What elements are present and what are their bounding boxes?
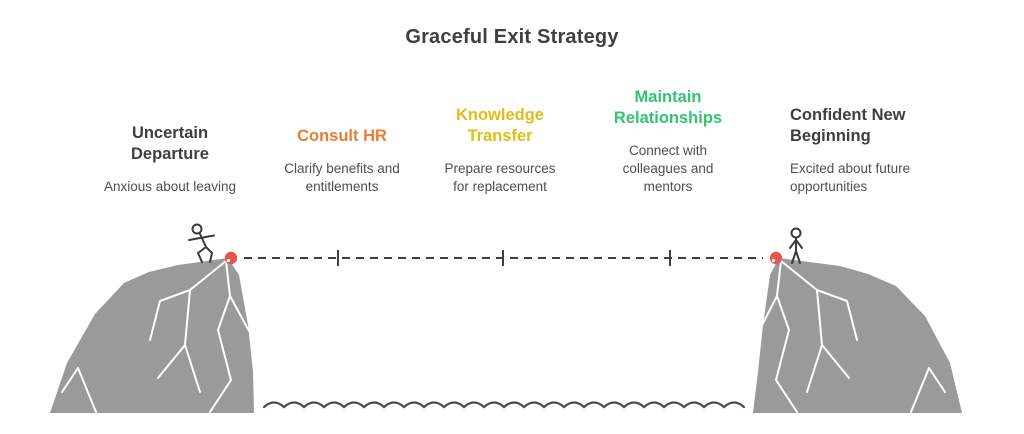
figure-arms: [188, 234, 215, 241]
figure-head: [191, 223, 203, 235]
crack-line: [780, 260, 823, 393]
crack-line: [816, 289, 858, 341]
crack-line: [758, 295, 778, 332]
end-marker: [769, 251, 783, 265]
start-marker: [224, 251, 238, 265]
stage-description: Anxious about leaving: [103, 179, 237, 194]
stage-description: Excited about future opportunities: [790, 161, 911, 194]
stage-confident-new-beginning: Confident New Beginning Excited about fu…: [790, 105, 962, 196]
walking-stick-figure-icon: [188, 223, 215, 263]
stage-title: Consult HR: [297, 127, 387, 145]
standing-stick-figure-icon: [789, 227, 803, 264]
left-cliff-cracks: [61, 260, 250, 413]
figure-front-leg: [205, 246, 213, 263]
stage-consult-hr: Consult HR Clarify benefits and entitlem…: [267, 126, 417, 196]
right-cliff-cracks: [758, 260, 946, 413]
stage-description: Connect with colleagues and mentors: [622, 143, 714, 194]
figure-head: [790, 227, 802, 239]
figure-arms: [789, 239, 803, 249]
left-cliff: [50, 258, 254, 413]
start-marker-sparkle: [226, 258, 231, 263]
end-marker-sparkle: [771, 258, 776, 263]
crack-line: [61, 367, 97, 413]
crack-line: [910, 367, 946, 413]
figure-back-leg: [197, 246, 207, 263]
crack-line: [184, 260, 227, 393]
end-marker-dot: [769, 251, 783, 265]
figure-torso: [199, 233, 207, 248]
figure-right-leg: [795, 250, 801, 264]
stage-title: Confident New Beginning: [790, 106, 906, 145]
journey-dashed-line: [244, 250, 763, 266]
start-marker-dot: [224, 251, 238, 265]
stage-maintain-relationships: Maintain Relationships Connect with coll…: [598, 87, 738, 196]
crack-line: [229, 295, 250, 332]
crack-line: [157, 344, 186, 379]
right-cliff: [753, 258, 962, 413]
stage-title: Uncertain Departure: [131, 124, 209, 163]
crack-line: [149, 289, 191, 341]
stage-uncertain-departure: Uncertain Departure Anxious about leavin…: [95, 123, 245, 196]
stage-description: Clarify benefits and entitlements: [284, 161, 400, 194]
stage-title: Knowledge Transfer: [455, 106, 544, 145]
water-waves: [262, 401, 746, 409]
crack-line: [821, 344, 850, 379]
crack-line: [775, 329, 798, 413]
crack-line: [209, 329, 232, 413]
stage-description: Prepare resources for replacement: [444, 161, 556, 194]
figure-left-leg: [791, 250, 797, 264]
right-cliff-shape: [753, 258, 962, 413]
stage-title: Maintain Relationships: [613, 88, 723, 127]
page-title: Graceful Exit Strategy: [405, 26, 619, 48]
stage-knowledge-transfer: Knowledge Transfer Prepare resources for…: [430, 105, 570, 196]
